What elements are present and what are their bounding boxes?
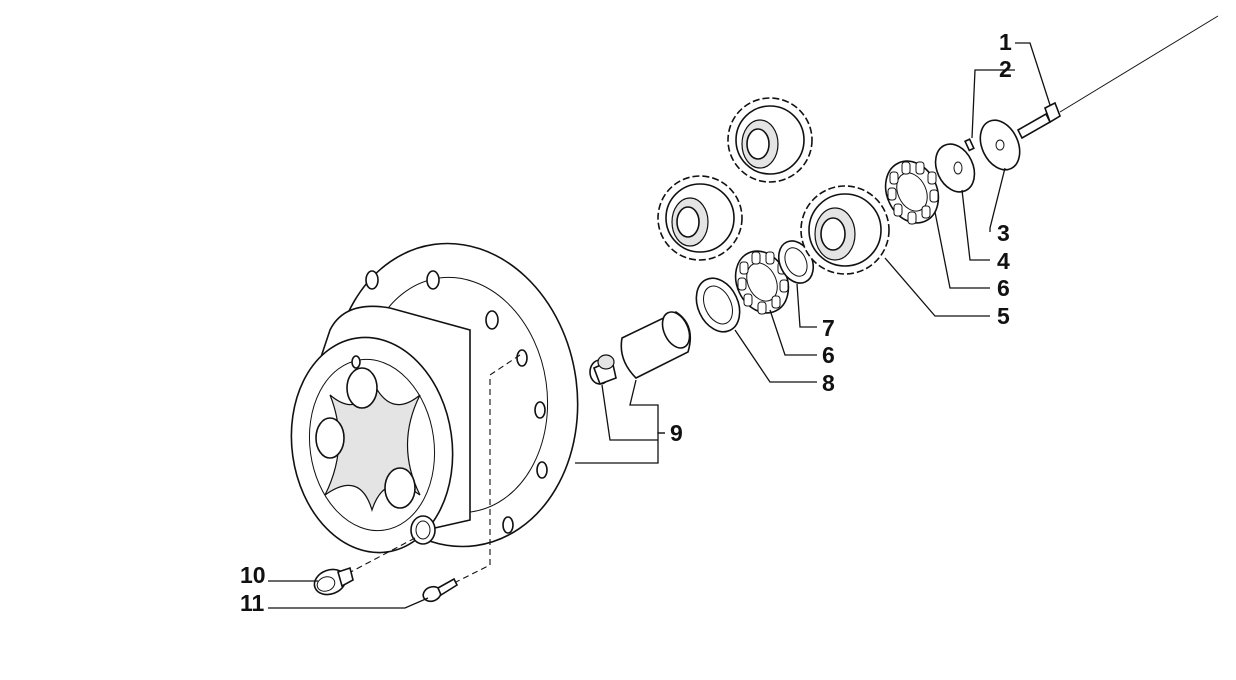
callout-5: 5 <box>997 303 1010 329</box>
hub-housing <box>290 242 579 554</box>
leader-lines <box>268 42 1051 609</box>
callout-6a: 6 <box>997 275 1010 301</box>
callout-3: 3 <box>997 220 1010 246</box>
pin <box>589 354 617 386</box>
callout-10: 10 <box>240 562 266 588</box>
callout-2: 2 <box>999 56 1012 82</box>
hidden-line-plug <box>344 537 416 576</box>
callout-11: 11 <box>240 590 265 616</box>
planet-gear <box>800 185 890 275</box>
needle-bearing-lower <box>734 250 790 315</box>
callout-6b: 6 <box>822 342 835 368</box>
bolt <box>1016 101 1061 140</box>
sleeve <box>620 311 692 379</box>
needle-bearing-upper <box>884 160 940 225</box>
callout-8: 8 <box>822 370 835 396</box>
cover-washer <box>979 119 1021 171</box>
thrust-washer-large <box>695 277 741 333</box>
callout-1: 1 <box>999 29 1012 55</box>
drain-plug <box>313 566 354 596</box>
dowel-pin <box>964 138 975 152</box>
callout-7: 7 <box>822 315 835 341</box>
planet-gear-upper-right <box>727 97 813 183</box>
thrust-washer-small <box>777 240 815 284</box>
callout-9: 9 <box>670 420 683 446</box>
hidden-line-screw <box>449 354 521 586</box>
retaining-plate <box>934 143 976 193</box>
planet-gear-upper-left <box>657 175 743 261</box>
callout-4: 4 <box>997 248 1010 274</box>
countersunk-screw <box>422 577 459 603</box>
assembly-axis-line <box>1059 15 1219 113</box>
